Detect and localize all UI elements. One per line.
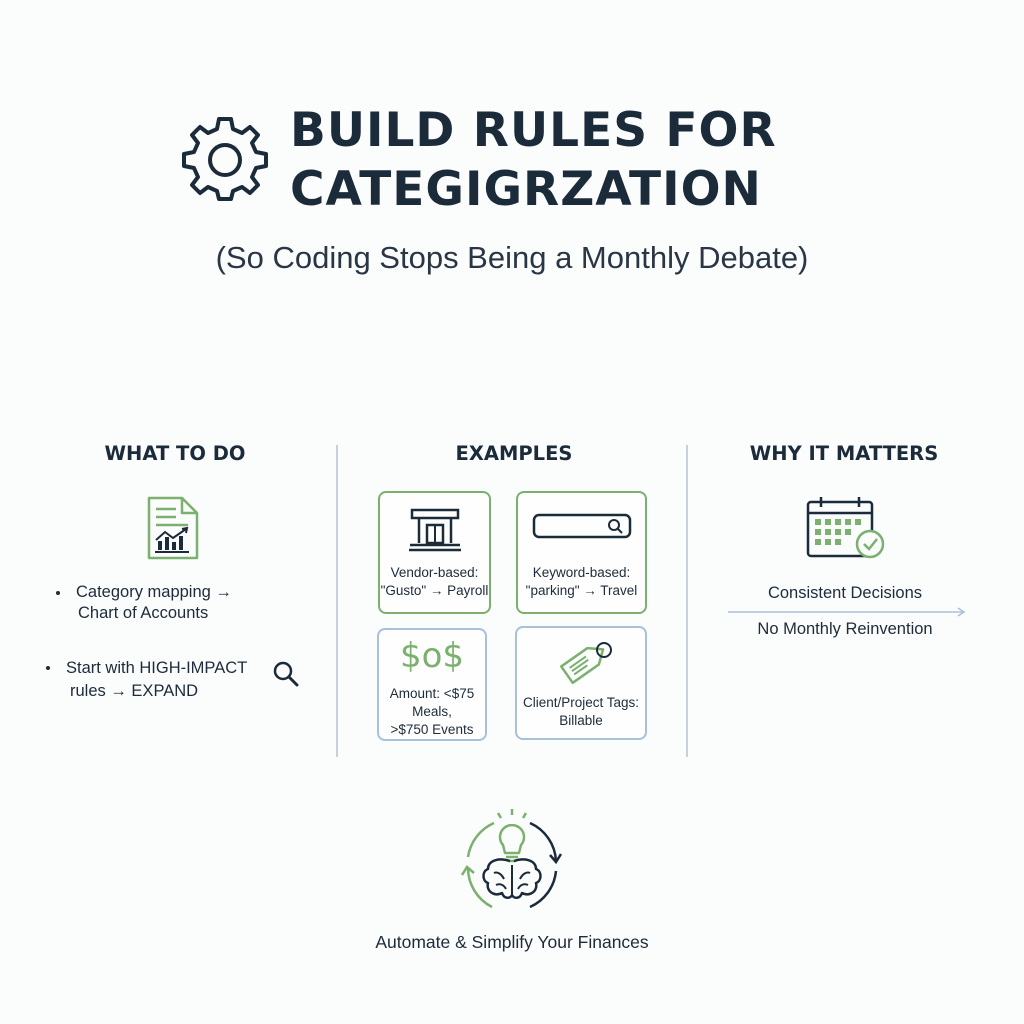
column-divider-left bbox=[336, 445, 338, 757]
amount-card-line-3: >$750 Events bbox=[390, 722, 474, 737]
search-icon bbox=[272, 660, 300, 688]
brain-lightbulb-icon bbox=[458, 805, 566, 915]
vendor-card-line-2: "Gusto" → Payroll bbox=[380, 583, 489, 598]
page-subtitle: (So Coding Stops Being a Monthly Debate) bbox=[215, 240, 809, 275]
footer-tagline: Automate & Simplify Your Finances bbox=[375, 932, 649, 952]
column-divider-right bbox=[686, 445, 688, 757]
why-it-matters-heading: WHY IT MATTERS bbox=[749, 442, 939, 465]
why-line-1: Consistent Decisions bbox=[767, 584, 923, 602]
amount-card-line-2: Meals, bbox=[412, 704, 452, 719]
calendar-check-icon bbox=[804, 494, 888, 562]
search-bar-icon bbox=[532, 511, 632, 541]
gear-icon bbox=[182, 116, 268, 202]
tags-card-line-1: Client/Project Tags: bbox=[522, 695, 640, 710]
example-card-amount: $o$ Amount: <$75 Meals, >$750 Events bbox=[377, 628, 487, 741]
tag-icon bbox=[555, 634, 615, 686]
bullet-2-line-2: rules → EXPAND bbox=[70, 682, 199, 700]
example-card-vendor: Vendor-based: "Gusto" → Payroll bbox=[378, 491, 491, 614]
document-chart-icon bbox=[146, 496, 200, 560]
keyword-card-line-1: Keyword-based: bbox=[532, 565, 631, 580]
what-to-do-heading: WHAT TO DO bbox=[104, 442, 246, 465]
vendor-card-line-1: Vendor-based: bbox=[390, 565, 479, 580]
bullet-2-line-1: Start with HIGH-IMPACT bbox=[66, 659, 248, 677]
why-line-2: No Monthly Reinvention bbox=[757, 620, 933, 638]
bullet-2-dot bbox=[46, 666, 50, 670]
bullet-1-dot bbox=[56, 591, 60, 595]
page-title-line-2: CATEGIGRZATION bbox=[290, 162, 762, 217]
dollar-signs-icon: $o$ bbox=[399, 636, 465, 676]
keyword-card-line-2: "parking" → Travel bbox=[525, 583, 638, 598]
bullet-1-line-1: Category mapping → bbox=[76, 583, 232, 601]
examples-heading: EXAMPLES bbox=[455, 442, 573, 465]
bank-icon bbox=[408, 507, 462, 553]
tags-card-line-2: Billable bbox=[559, 713, 603, 728]
divider-arrow bbox=[728, 605, 968, 617]
bullet-1-line-2: Chart of Accounts bbox=[78, 604, 209, 622]
amount-card-line-1: Amount: <$75 bbox=[389, 686, 475, 701]
example-card-keyword: Keyword-based: "parking" → Travel bbox=[516, 491, 647, 614]
example-card-tags: Client/Project Tags: Billable bbox=[515, 626, 647, 740]
page-title-line-1: BUILD RULES FOR bbox=[290, 103, 777, 158]
